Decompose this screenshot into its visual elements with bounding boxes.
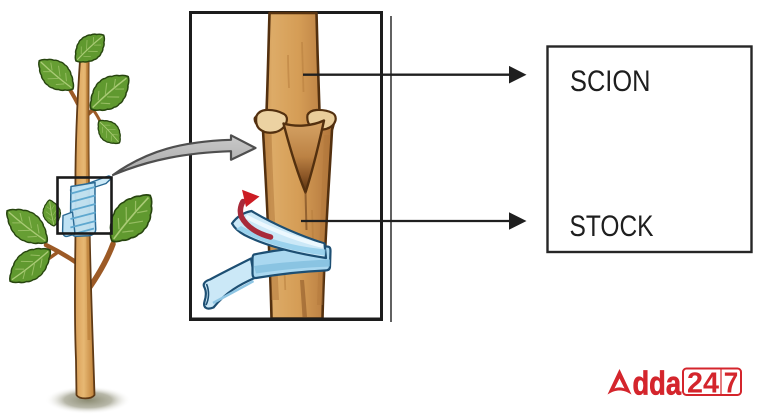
svg-text:STOCK: STOCK bbox=[570, 210, 654, 243]
svg-text:24: 24 bbox=[687, 368, 719, 400]
svg-text:dda: dda bbox=[633, 366, 682, 403]
svg-text:SCION: SCION bbox=[570, 65, 651, 98]
svg-text:7: 7 bbox=[724, 368, 739, 400]
